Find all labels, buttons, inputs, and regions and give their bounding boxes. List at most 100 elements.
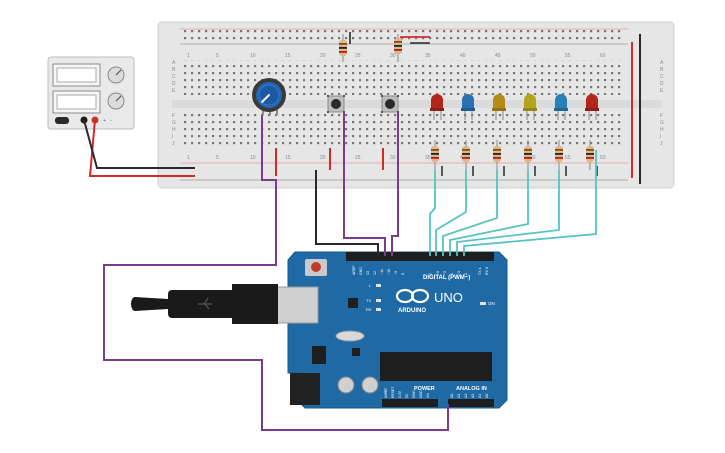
row-letter: E <box>660 88 664 94</box>
resistor <box>493 140 501 170</box>
row-letter: C <box>172 74 176 80</box>
led-red[interactable] <box>585 94 599 120</box>
column-number: 10 <box>250 155 256 161</box>
power-pin-labels: IOREF RESET 3.3V 5V GND GND Vin <box>384 387 430 398</box>
led-blue[interactable] <box>554 94 568 120</box>
push-button[interactable] <box>327 95 345 113</box>
pin-label: TX 1 <box>478 267 482 275</box>
column-number: 5 <box>216 155 219 161</box>
usb-cable[interactable] <box>131 284 278 324</box>
terminal-label: - <box>110 118 112 124</box>
led-red[interactable] <box>430 94 444 120</box>
row-letter: D <box>660 81 664 87</box>
column-number: 1 <box>187 155 190 161</box>
pin-label: GND <box>412 390 416 398</box>
pin-label: 5V <box>405 393 409 398</box>
pin-label: ~10 <box>387 269 391 275</box>
column-number: 50 <box>530 53 536 59</box>
column-number: 60 <box>600 155 606 161</box>
pin-label: ~5 <box>443 271 447 275</box>
atmega-chip <box>380 352 492 381</box>
pin-label: ~3 <box>457 271 461 275</box>
wire-button-2[interactable] <box>391 112 399 256</box>
power-wires[interactable] <box>83 119 195 177</box>
digital-label: DIGITAL (PWM~) <box>423 275 470 281</box>
column-number: 30 <box>390 155 396 161</box>
row-letter: A <box>660 60 664 66</box>
digital-pin-labels: AREF GND 13 12 ~11 ~10 ~9 8 7 ~6 ~5 4 ~3… <box>352 265 489 275</box>
potentiometer[interactable] <box>252 78 286 115</box>
resistor <box>431 140 439 170</box>
pin-label: GND <box>359 267 363 275</box>
push-button[interactable] <box>381 95 399 113</box>
on-label: ON <box>488 301 495 306</box>
column-number: 35 <box>425 53 431 59</box>
pin-label: 3.3V <box>398 390 402 398</box>
analog-header <box>448 399 494 407</box>
column-number: 30 <box>390 53 396 59</box>
row-letter: H <box>660 127 664 133</box>
power-header <box>382 399 438 407</box>
pin-label: RESET <box>391 387 395 398</box>
column-number: 55 <box>565 155 571 161</box>
pin-label: ~11 <box>380 269 384 275</box>
column-number: 35 <box>425 155 431 161</box>
column-number: 15 <box>285 155 291 161</box>
pin-label: Vin <box>426 393 430 398</box>
arduino-uno[interactable]: ARDUINO UNO DIGITAL (PWM~) POWER ANALOG … <box>275 251 508 409</box>
row-letter: J <box>172 141 175 147</box>
rx-led <box>376 308 381 311</box>
column-number: 45 <box>495 53 501 59</box>
pin-label: 13 <box>366 271 370 275</box>
power-switch <box>55 117 69 124</box>
column-number: 25 <box>355 155 361 161</box>
resistor <box>555 140 563 170</box>
pin-label: 2 <box>464 273 468 275</box>
digital-header <box>346 252 494 261</box>
led-yellow[interactable] <box>523 94 537 120</box>
resistor <box>462 140 470 170</box>
usb-port <box>275 286 319 324</box>
row-letter: G <box>172 120 176 126</box>
pin-label: 7 <box>429 273 433 275</box>
terminal-label: + <box>103 118 106 124</box>
resistor[interactable] <box>339 34 347 62</box>
l-led <box>376 284 381 287</box>
wire-pot-left[interactable] <box>103 115 449 431</box>
led-resistors[interactable] <box>431 140 594 170</box>
resistor[interactable] <box>394 34 402 62</box>
power-jack <box>290 373 320 405</box>
wire-gnd[interactable] <box>315 170 379 256</box>
column-number: 60 <box>600 53 606 59</box>
resistor <box>586 140 594 170</box>
led-label: L <box>369 283 372 288</box>
wire-button-1[interactable] <box>343 112 386 256</box>
analog-pin-labels: A0 A1 A2 A3 A4 A5 <box>450 394 489 398</box>
row-letter: F <box>660 113 663 119</box>
led-signal-wires[interactable] <box>429 150 597 256</box>
column-number: 5 <box>216 53 219 59</box>
tx-led <box>376 299 381 302</box>
arduino-logo <box>395 288 430 304</box>
column-number: 20 <box>320 53 326 59</box>
pin-label: A0 <box>450 394 454 398</box>
breadboard[interactable]: 1 5 10 15 20 25 30 35 40 45 50 55 60 1 5… <box>157 21 675 189</box>
power-supply[interactable]: + - <box>47 56 135 130</box>
ground-jumpers[interactable] <box>441 166 598 176</box>
led-yellow[interactable] <box>492 94 506 120</box>
row-letter: H <box>172 127 176 133</box>
led-label: RX <box>366 307 372 312</box>
led-blue[interactable] <box>461 94 475 120</box>
row-letters: A B C D E F G H I J A B C D E F G H I J <box>172 60 664 147</box>
row-letter: A <box>172 60 176 66</box>
column-number: 55 <box>565 53 571 59</box>
analog-label: ANALOG IN <box>456 386 487 392</box>
pin-label: 4 <box>450 273 454 275</box>
row-letter: B <box>172 67 176 73</box>
pin-label: A1 <box>457 394 461 398</box>
resistor <box>524 140 532 170</box>
pin-label: A3 <box>471 394 475 398</box>
column-number: 20 <box>320 155 326 161</box>
power-label: POWER <box>414 386 435 392</box>
